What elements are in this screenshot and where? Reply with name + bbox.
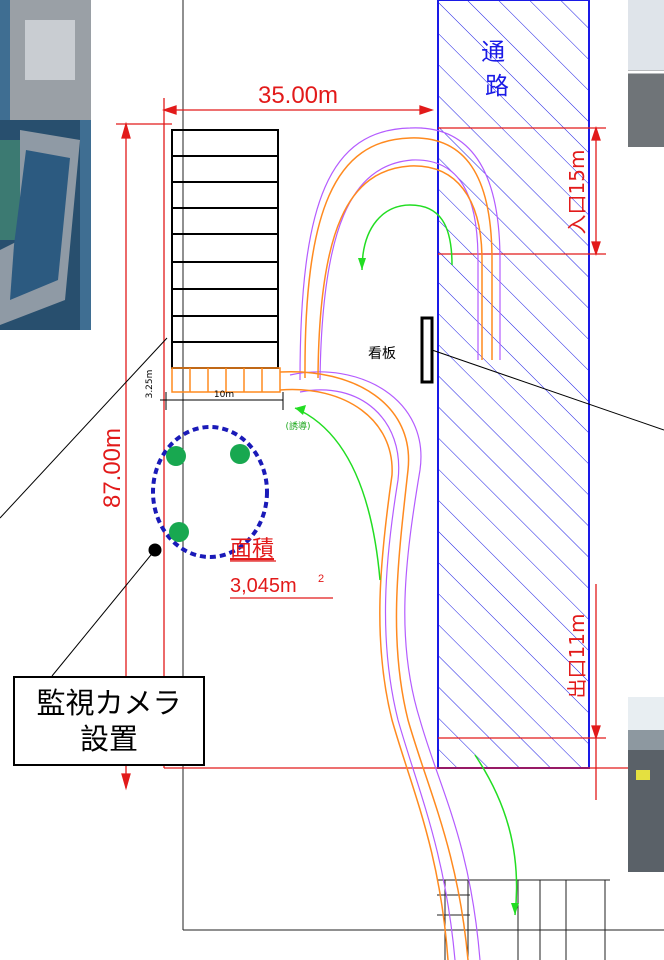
signboard-label: 看板 bbox=[368, 346, 396, 362]
flow-arrows bbox=[294, 204, 519, 916]
vehicle-track-orange bbox=[171, 137, 493, 960]
height-dimension-label: 87.00m bbox=[99, 428, 126, 508]
exit-dimension-label: 出口11m bbox=[565, 614, 589, 699]
callout-line-2: 設置 bbox=[79, 722, 138, 756]
camera-callout: 監視カメラ 設置 bbox=[13, 676, 205, 766]
small-dimension bbox=[160, 392, 284, 410]
site-outline bbox=[182, 0, 664, 960]
area-value: 3,045m bbox=[230, 575, 297, 597]
aerial-photo bbox=[0, 0, 91, 330]
area-label: 面積 bbox=[230, 537, 274, 562]
camera-marker-1 bbox=[166, 446, 186, 466]
small-dimension-b: 10m bbox=[214, 390, 234, 400]
signboard bbox=[420, 316, 664, 431]
road-photo-bottom bbox=[628, 697, 664, 872]
camera-marker-2 bbox=[230, 444, 250, 464]
callout-line-1: 監視カメラ bbox=[36, 686, 182, 720]
parking-stalls bbox=[171, 129, 279, 369]
vehicle-track-purple bbox=[289, 127, 501, 960]
passage-char-1: 通 bbox=[481, 38, 505, 66]
passage-char-2: 路 bbox=[485, 72, 509, 100]
entrance-dimension-label: 入口15m bbox=[565, 150, 589, 235]
area-unit-sup: 2 bbox=[318, 573, 324, 585]
road-photo-top bbox=[628, 0, 664, 147]
passage-label: 通 路 bbox=[481, 38, 513, 100]
width-dimension-label: 35.00m bbox=[258, 82, 338, 109]
camera-coverage-zone bbox=[151, 425, 269, 559]
leader-lines bbox=[0, 337, 168, 677]
small-dimension-a: 3.25m bbox=[145, 370, 155, 399]
camera-marker-3 bbox=[169, 522, 189, 542]
guidance-note: (誘導) bbox=[285, 420, 310, 432]
